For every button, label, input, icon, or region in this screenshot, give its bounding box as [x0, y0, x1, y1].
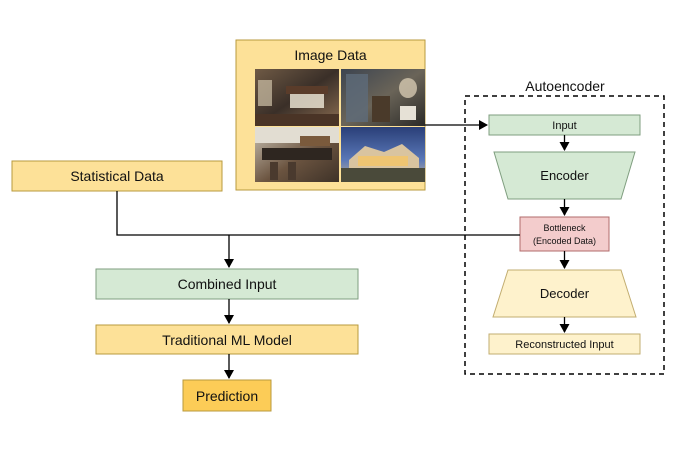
ae-input-node: Input: [488, 114, 641, 136]
combined-input-label: Combined Input: [178, 276, 277, 292]
combined-input-node: Combined Input: [95, 268, 359, 300]
image-data-title: Image Data: [294, 47, 367, 63]
decoder-label: Decoder: [540, 286, 590, 301]
bedroom-photo: [255, 69, 339, 126]
statistical-data-label: Statistical Data: [70, 168, 164, 184]
reconstructed-input-label: Reconstructed Input: [515, 339, 613, 351]
kitchen-photo: [255, 127, 339, 182]
ml-model-label: Traditional ML Model: [162, 332, 292, 348]
encoder-node: Encoder: [493, 151, 636, 200]
ml-model-node: Traditional ML Model: [95, 324, 359, 355]
autoencoder-title: Autoencoder: [525, 78, 605, 94]
photo-grid: [255, 69, 425, 182]
bottleneck-label-line1: Bottleneck: [543, 223, 586, 233]
house-exterior-photo: [341, 127, 425, 182]
bottleneck-label-line2: (Encoded Data): [533, 236, 596, 246]
bottleneck-node: Bottleneck (Encoded Data): [519, 216, 610, 252]
reconstructed-input-node: Reconstructed Input: [488, 333, 641, 355]
statistical-data-node: Statistical Data: [11, 160, 223, 192]
decoder-node: Decoder: [492, 269, 637, 318]
encoder-label: Encoder: [540, 168, 589, 183]
line-statistical-to-merge: [116, 191, 229, 236]
autoencoder-group: Autoencoder Input Encoder Bottleneck (En…: [464, 78, 665, 375]
connectors: [116, 120, 570, 379]
prediction-label: Prediction: [196, 388, 258, 404]
image-data-panel: Image Data: [235, 39, 426, 191]
prediction-node: Prediction: [182, 379, 272, 412]
ae-input-label: Input: [552, 120, 576, 132]
bathroom-photo: [341, 69, 425, 126]
